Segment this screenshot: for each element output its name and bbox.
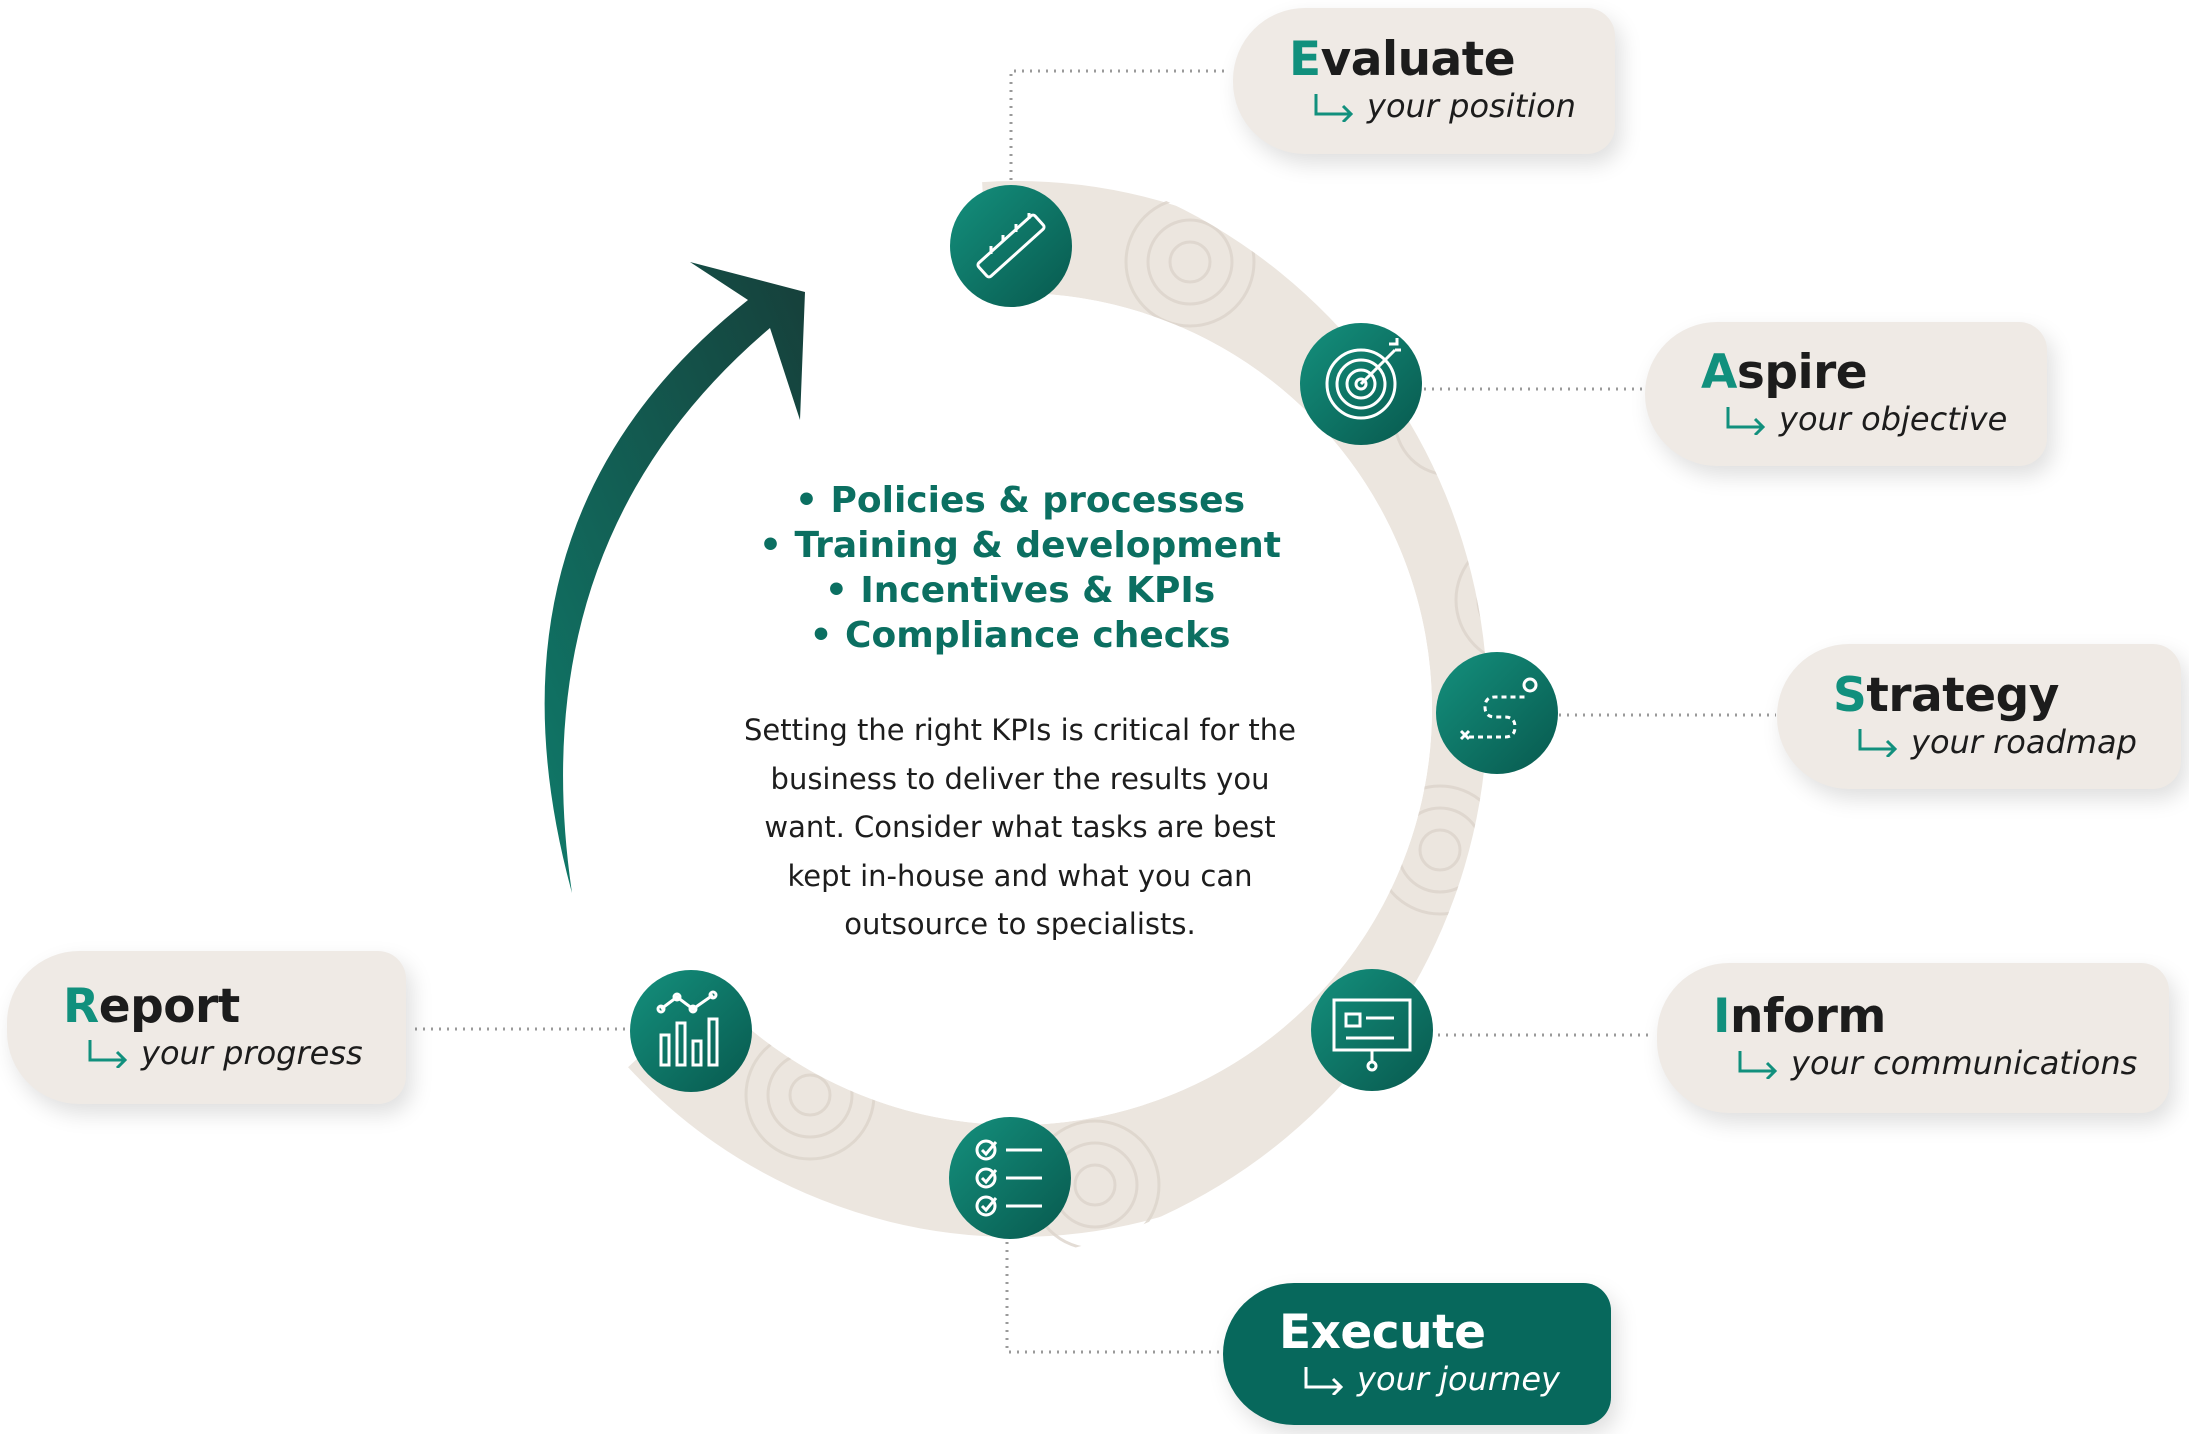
return-arrow-icon: [88, 1040, 128, 1069]
checklist-icon[interactable]: [949, 1117, 1071, 1239]
stage-subtitle: your roadmap: [1857, 722, 2181, 764]
return-arrow-icon: [1738, 1050, 1778, 1079]
presentation-icon[interactable]: [1311, 969, 1433, 1091]
first-letter: S: [1833, 667, 1867, 723]
stage-subtitle: your journey: [1303, 1359, 1611, 1401]
subtitle-text: your journey: [1357, 1360, 1560, 1399]
return-arrow-icon: [1726, 406, 1766, 435]
bullet-item: • Incentives & KPIs: [824, 570, 1216, 611]
stage-subtitle: your position: [1313, 86, 1615, 128]
description-paragraph: Setting the right KPIs is critical for t…: [720, 706, 1320, 949]
title-rest: xecute: [1310, 1305, 1486, 1361]
stage-title: Evaluate: [1289, 34, 1615, 86]
title-rest: eport: [98, 978, 240, 1034]
paragraph-line: outsource to specialists.: [844, 907, 1196, 941]
paragraph-line: Setting the right KPIs is critical for t…: [743, 713, 1297, 747]
stage-subtitle: your progress: [87, 1033, 406, 1075]
subtitle-text: your roadmap: [1911, 722, 2137, 761]
bullet-item: • Training & development: [758, 525, 1282, 566]
target-icon[interactable]: [1300, 323, 1422, 445]
title-rest: valuate: [1320, 32, 1516, 88]
first-letter: E: [1289, 32, 1321, 88]
stage-title: Execute: [1279, 1307, 1611, 1359]
subtitle-text: your objective: [1779, 400, 2008, 439]
subtitle-text: your position: [1367, 87, 1576, 126]
stage-subtitle: your communications: [1737, 1043, 2169, 1085]
title-rest: nform: [1730, 989, 1886, 1045]
return-arrow-icon: [1304, 1366, 1344, 1395]
first-letter: I: [1713, 989, 1731, 1045]
return-arrow-icon: [1314, 93, 1354, 122]
paragraph-line: kept in-house and what you can: [787, 858, 1253, 893]
paragraph-line: want. Consider what tasks are best: [764, 810, 1276, 844]
stage-title: Inform: [1713, 991, 2169, 1043]
ruler-icon[interactable]: [950, 185, 1072, 307]
bar-chart-icon[interactable]: [630, 970, 752, 1092]
title-rest: trategy: [1866, 667, 2059, 723]
first-letter: R: [63, 978, 99, 1034]
stage-inform[interactable]: Inform your communications: [1657, 963, 2169, 1113]
return-arrow-icon: [1858, 729, 1898, 758]
stage-title: Report: [63, 981, 406, 1033]
stage-report[interactable]: Report your progress: [7, 951, 406, 1104]
bullet-item: • Policies & processes: [794, 480, 1246, 521]
route-icon[interactable]: [1436, 652, 1558, 774]
paragraph-line: business to deliver the results you: [770, 761, 1270, 796]
stage-strategy[interactable]: Strategy your roadmap: [1777, 644, 2181, 789]
title-rest: spire: [1736, 345, 1868, 401]
focus-areas-list: • Policies & processes • Training & deve…: [720, 478, 1320, 658]
stage-evaluate[interactable]: Evaluate your position: [1233, 8, 1615, 154]
stage-title: Strategy: [1833, 670, 2181, 722]
subtitle-text: your progress: [141, 1033, 363, 1072]
stage-execute[interactable]: Execute your journey: [1223, 1283, 1611, 1425]
stage-aspire[interactable]: Aspire your objective: [1645, 322, 2047, 466]
stage-title: Aspire: [1701, 347, 2047, 399]
first-letter: E: [1279, 1305, 1311, 1361]
first-letter: A: [1701, 345, 1737, 401]
bullet-item: • Compliance checks: [809, 615, 1231, 656]
cycle-arrow: [544, 262, 805, 893]
subtitle-text: your communications: [1791, 1044, 2138, 1083]
stage-subtitle: your objective: [1725, 399, 2047, 441]
